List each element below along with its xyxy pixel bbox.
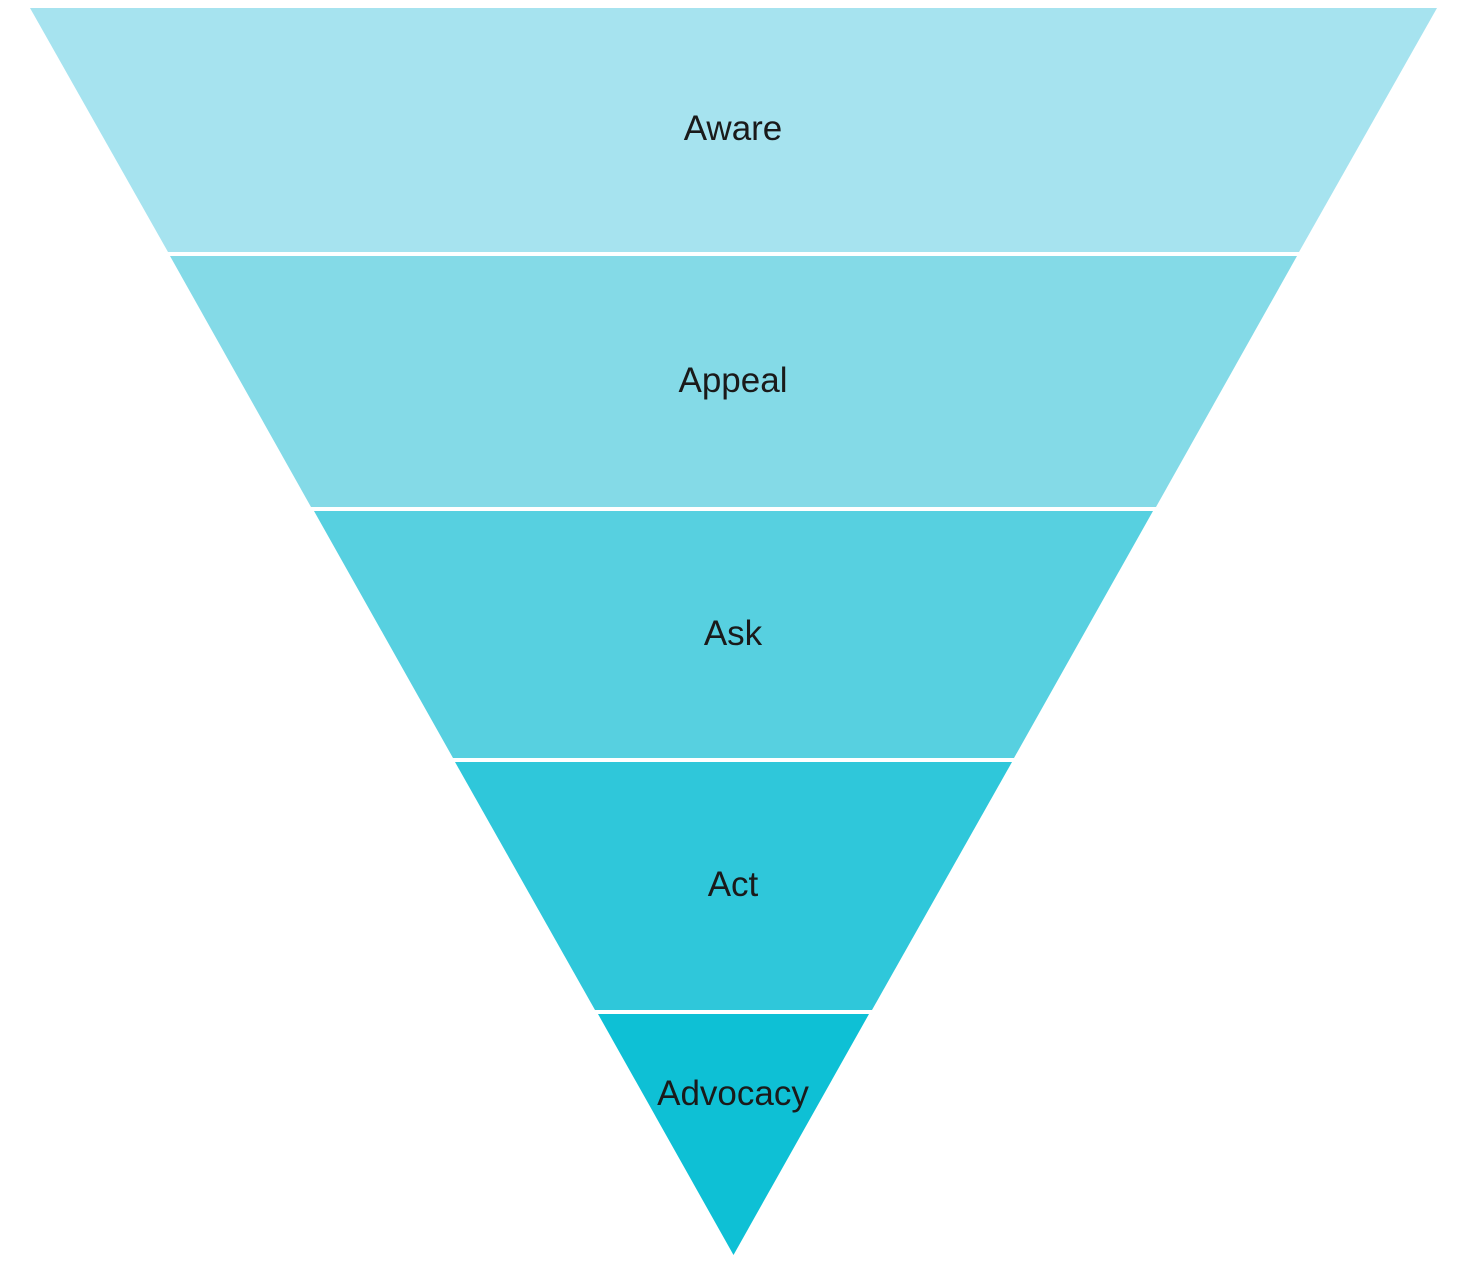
funnel-level-act: Act — [455, 762, 1012, 1010]
funnel-level-ask: Ask — [314, 511, 1153, 758]
funnel-level-appeal: Appeal — [170, 256, 1297, 507]
funnel-segment-appeal — [170, 256, 1297, 507]
funnel-segment-ask — [314, 511, 1153, 758]
funnel-level-advocacy: Advocacy — [598, 1014, 869, 1255]
funnel-segment-aware — [30, 8, 1437, 252]
funnel-label-act: Act — [708, 865, 759, 904]
funnel-label-aware: Aware — [684, 109, 783, 148]
funnel-label-ask: Ask — [704, 614, 763, 653]
funnel-segment-act — [455, 762, 1012, 1010]
funnel-label-appeal: Appeal — [679, 361, 788, 400]
funnel-label-advocacy: Advocacy — [657, 1074, 809, 1113]
funnel-segment-advocacy — [598, 1014, 869, 1255]
funnel-level-aware: Aware — [30, 8, 1437, 252]
